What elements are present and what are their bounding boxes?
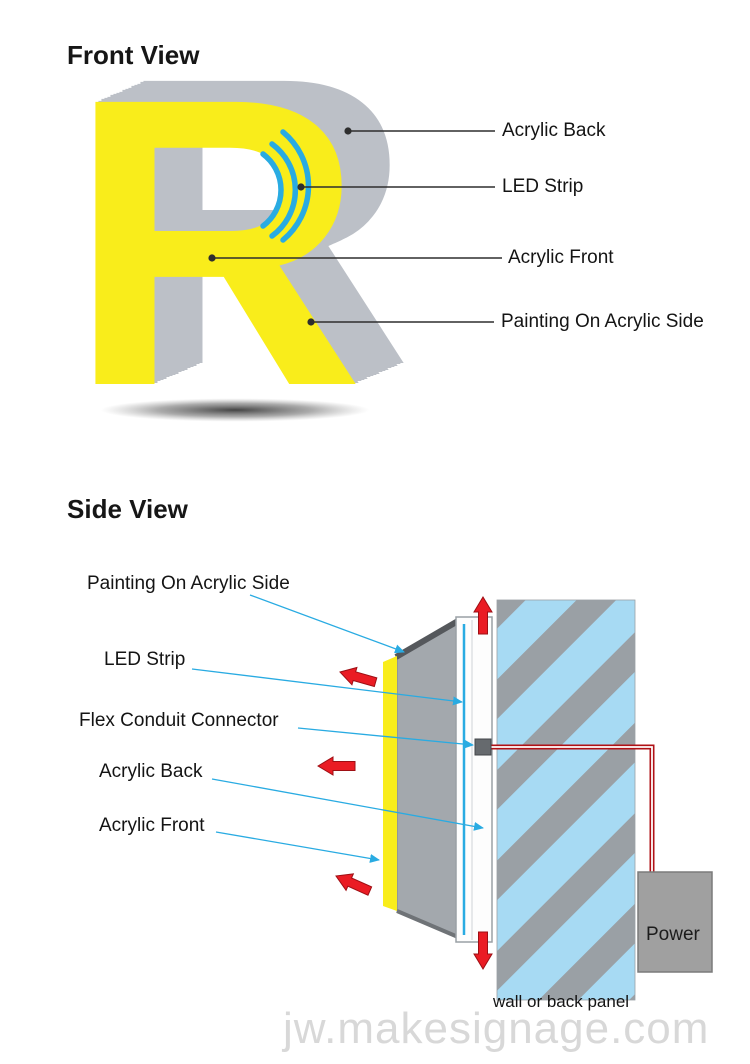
power-box: [637, 871, 713, 973]
front-leader-lines: [212, 130, 502, 323]
acrylic-front-yellow: [383, 656, 397, 911]
acrylic-back-panel: [455, 616, 493, 943]
wall-hatched: [496, 599, 636, 1001]
led-strip-arcs: [260, 129, 312, 243]
sign-bottom-edge: [396, 909, 459, 939]
front-label-acrylic-front: Acrylic Front: [508, 247, 614, 268]
red-arrow-lower-left: [335, 873, 373, 896]
channel-letter-r: R: [68, 13, 365, 471]
front-label-acrylic-back: Acrylic Back: [502, 120, 606, 141]
side-view-title: Side View: [67, 494, 188, 524]
red-arrow-down: [473, 931, 493, 970]
letter-ground-shadow: [63, 395, 407, 425]
red-arrows-group: [317, 596, 493, 970]
watermark-text: jw.makesignage.com: [283, 1004, 710, 1053]
red-arrow-up: [473, 596, 493, 635]
side-label-acrylic-front: Acrylic Front: [99, 815, 205, 836]
front-leader-dots: [208, 127, 352, 326]
side-label-led-strip: LED Strip: [104, 649, 186, 670]
front-label-painting-side: Painting On Acrylic Side: [501, 311, 704, 332]
sign-top-edge: [394, 618, 460, 660]
conduit-line-inner: [484, 746, 653, 872]
wall-or-back-panel-label: wall or back panel: [493, 992, 630, 1011]
flex-conduit-connector-block: [474, 738, 492, 756]
red-arrow-upper-left: [339, 666, 378, 688]
power-box-label: Power: [646, 924, 700, 945]
side-label-flex-conduit: Flex Conduit Connector: [79, 710, 279, 731]
sign-side-gray: [396, 619, 459, 939]
front-view-title: Front View: [67, 40, 200, 70]
side-leader-lines: [191, 594, 484, 863]
side-label-acrylic-back: Acrylic Back: [99, 761, 203, 782]
red-arrow-middle-left: [317, 756, 356, 776]
front-label-led-strip: LED Strip: [502, 176, 584, 197]
side-label-painting-side: Painting On Acrylic Side: [87, 573, 290, 594]
